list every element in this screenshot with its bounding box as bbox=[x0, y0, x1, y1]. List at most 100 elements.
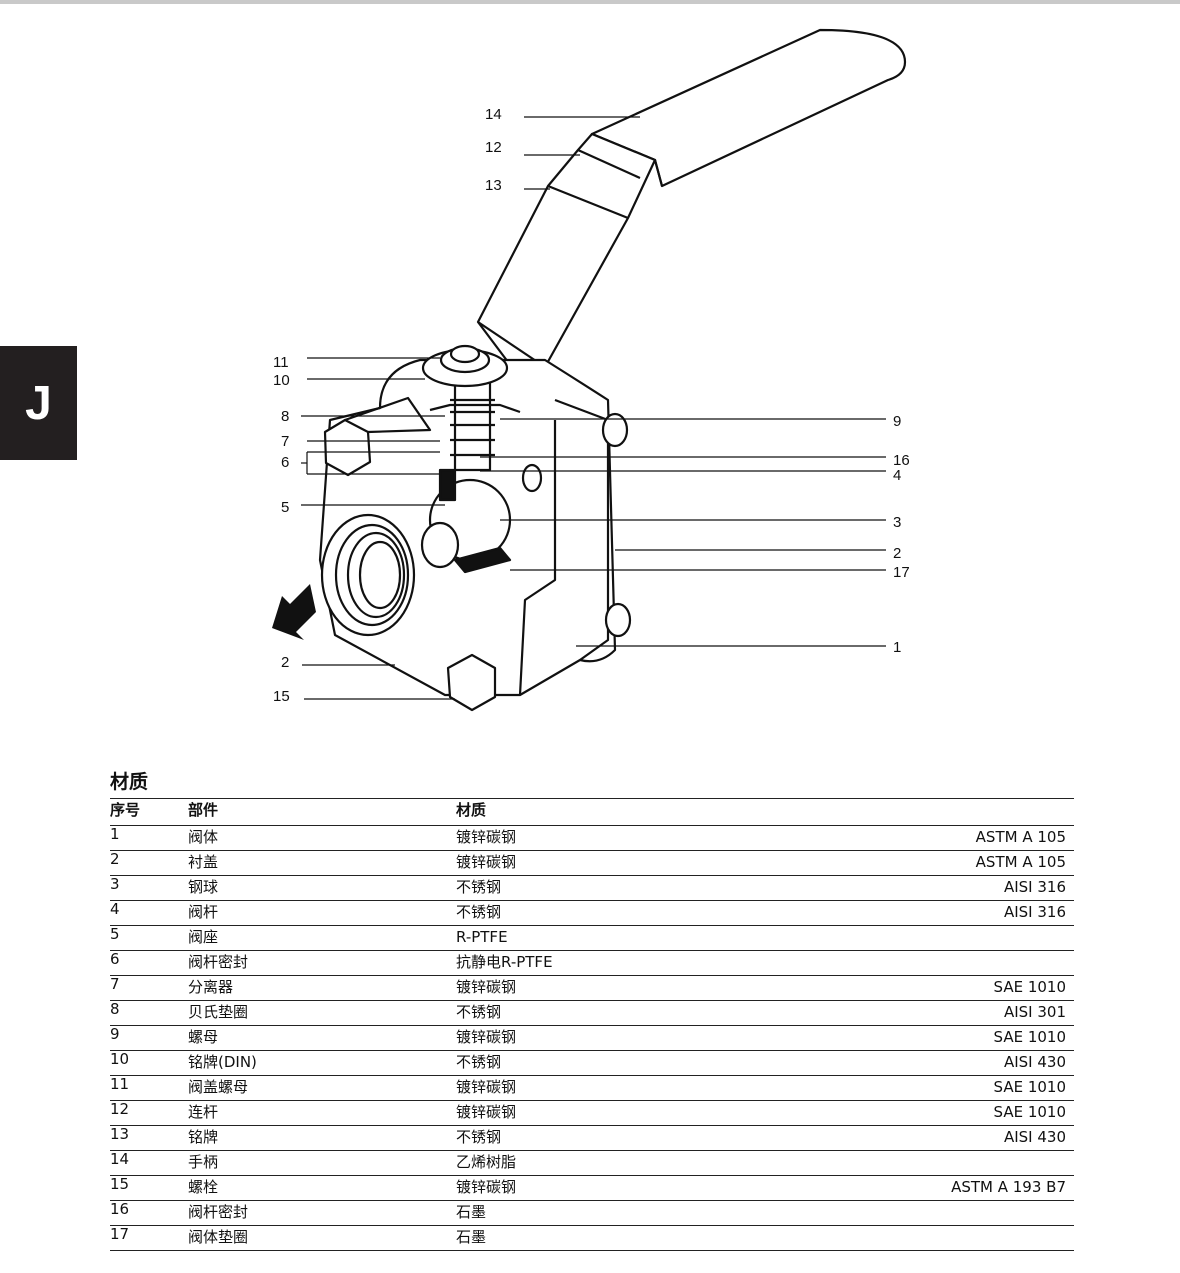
cell-material: 石墨 bbox=[456, 1200, 816, 1226]
cell-standard: ASTM A 105 bbox=[816, 850, 1074, 876]
cell-material: 不锈钢 bbox=[456, 1050, 816, 1076]
cell-material: 镀锌碳钢 bbox=[456, 1075, 816, 1101]
cell-no: 7 bbox=[110, 975, 188, 1001]
callout-label: 7 bbox=[281, 433, 289, 450]
cell-standard: AISI 316 bbox=[816, 875, 1074, 901]
cell-no: 2 bbox=[110, 850, 188, 876]
cell-material: 镀锌碳钢 bbox=[456, 975, 816, 1001]
callout-label: 14 bbox=[485, 106, 502, 123]
cell-material: 镀锌碳钢 bbox=[456, 1175, 816, 1201]
header-no: 序号 bbox=[110, 798, 188, 826]
cell-material: 不锈钢 bbox=[456, 875, 816, 901]
valve-exploded-drawing: 14 12 13 11 10 8 7 6 5 2 15 9 16 4 3 2 1… bbox=[272, 28, 910, 712]
cell-no: 13 bbox=[110, 1125, 188, 1151]
cell-standard bbox=[816, 1225, 1074, 1251]
handle-link bbox=[476, 132, 657, 380]
cell-material: 镀锌碳钢 bbox=[456, 850, 816, 876]
cell-standard: AISI 430 bbox=[816, 1050, 1074, 1076]
cell-part: 阀盖螺母 bbox=[188, 1075, 456, 1101]
cell-no: 14 bbox=[110, 1150, 188, 1176]
cell-no: 1 bbox=[110, 825, 188, 851]
cell-standard: SAE 1010 bbox=[816, 1025, 1074, 1051]
callout-label: 1 bbox=[893, 639, 901, 656]
cell-no: 9 bbox=[110, 1025, 188, 1051]
cell-no: 11 bbox=[110, 1075, 188, 1101]
callout-label: 13 bbox=[485, 177, 502, 194]
header-material: 材质 bbox=[456, 798, 816, 826]
section-tab-letter: J bbox=[25, 376, 52, 430]
cell-material: 镀锌碳钢 bbox=[456, 1025, 816, 1051]
header-part: 部件 bbox=[188, 798, 456, 826]
flow-arrow bbox=[272, 584, 316, 640]
bottom-bolt bbox=[446, 653, 497, 712]
handle-grip bbox=[590, 28, 907, 188]
cell-part: 螺母 bbox=[188, 1025, 456, 1051]
callout-label: 17 bbox=[893, 564, 910, 581]
cell-standard bbox=[816, 950, 1074, 976]
cell-standard: ASTM A 193 B7 bbox=[816, 1175, 1074, 1201]
cell-standard: AISI 301 bbox=[816, 1000, 1074, 1026]
cell-no: 10 bbox=[110, 1050, 188, 1076]
section-tab: J bbox=[0, 346, 77, 460]
callout-label: 12 bbox=[485, 139, 502, 156]
cell-standard: SAE 1010 bbox=[816, 975, 1074, 1001]
cell-material: 不锈钢 bbox=[456, 900, 816, 926]
callout-label: 15 bbox=[273, 688, 290, 705]
callout-label: 2 bbox=[893, 545, 901, 562]
cell-standard: AISI 316 bbox=[816, 900, 1074, 926]
cell-no: 3 bbox=[110, 875, 188, 901]
cell-no: 4 bbox=[110, 900, 188, 926]
cell-part: 螺栓 bbox=[188, 1175, 456, 1201]
cell-material: 抗静电R-PTFE bbox=[456, 950, 816, 976]
callout-label: 11 bbox=[273, 354, 289, 371]
cell-standard bbox=[816, 1150, 1074, 1176]
callout-label: 16 bbox=[893, 452, 910, 469]
cell-part: 连杆 bbox=[188, 1100, 456, 1126]
section-title: 材质 bbox=[110, 771, 149, 793]
cell-no: 16 bbox=[110, 1200, 188, 1226]
threaded-port bbox=[320, 513, 416, 637]
top-rule bbox=[0, 0, 1180, 4]
cell-standard: ASTM A 105 bbox=[816, 825, 1074, 851]
cell-standard: SAE 1010 bbox=[816, 1100, 1074, 1126]
cell-no: 17 bbox=[110, 1225, 188, 1251]
cell-material: 镀锌碳钢 bbox=[456, 825, 816, 851]
callout-label: 2 bbox=[281, 654, 289, 671]
cell-part: 手柄 bbox=[188, 1150, 456, 1176]
cell-standard bbox=[816, 925, 1074, 951]
callout-label: 9 bbox=[893, 413, 901, 430]
cell-part: 贝氏垫圈 bbox=[188, 1000, 456, 1026]
cell-no: 12 bbox=[110, 1100, 188, 1126]
cell-material: 不锈钢 bbox=[456, 1000, 816, 1026]
cell-part: 阀杆密封 bbox=[188, 950, 456, 976]
cell-part: 铭牌 bbox=[188, 1125, 456, 1151]
cell-material: R-PTFE bbox=[456, 925, 816, 951]
cell-part: 铭牌(DIN) bbox=[188, 1050, 456, 1076]
cell-no: 15 bbox=[110, 1175, 188, 1201]
cell-standard: SAE 1010 bbox=[816, 1075, 1074, 1101]
callout-label: 6 bbox=[281, 454, 289, 471]
cell-part: 阀体垫圈 bbox=[188, 1225, 456, 1251]
header-standard bbox=[816, 798, 1074, 826]
callout-label: 4 bbox=[893, 467, 901, 484]
cell-part: 分离器 bbox=[188, 975, 456, 1001]
callout-label: 10 bbox=[273, 372, 290, 389]
table-header-row: 序号 部件 材质 bbox=[110, 798, 1074, 826]
callout-label: 3 bbox=[893, 514, 901, 531]
